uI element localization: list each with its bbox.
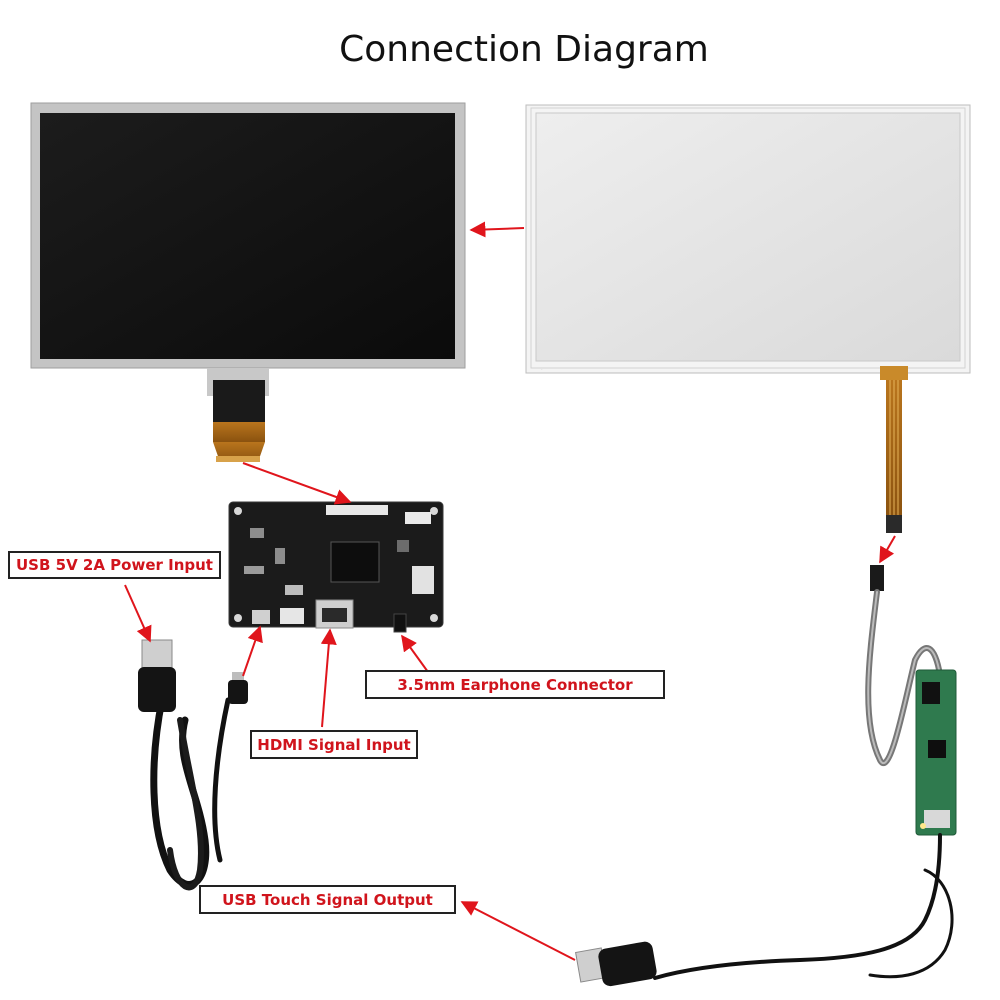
earphone-jack (393, 613, 407, 633)
usb-touch-label-arrow (460, 901, 576, 961)
hdmi-label-arrow (320, 628, 337, 728)
button-connector (405, 512, 431, 524)
usb-power-cable (138, 639, 248, 891)
micro-usb-arrow (242, 625, 263, 677)
hdmi-driver-board (228, 501, 444, 633)
micro-usb-port (252, 610, 270, 624)
micro-usb-connector (232, 672, 244, 680)
touch-fpc-to-controller-arrow (879, 535, 896, 564)
touch-fpc-cable (880, 366, 908, 533)
label-usb-power-text: USB 5V 2A Power Input (16, 556, 213, 574)
micro-usb-plug-body (228, 680, 248, 704)
label-usb-touch-text: USB Touch Signal Output (222, 891, 433, 909)
lcd-connector (326, 505, 388, 515)
usb-touch-controller (575, 565, 957, 987)
touch-usb-plug-body (598, 941, 657, 987)
earphone-label-arrow (401, 634, 429, 673)
main-chip (330, 541, 380, 583)
usb-a-plug-body (138, 667, 176, 712)
label-hdmi: HDMI Signal Input (250, 730, 418, 759)
label-earphone-text: 3.5mm Earphone Connector (397, 676, 633, 694)
power-label-arrow (124, 584, 152, 643)
touch-panel: . (525, 104, 971, 533)
touch-cable-connector (870, 565, 884, 591)
lcd-panel (30, 102, 466, 462)
lcd-to-board-arrow (242, 462, 352, 505)
lcd-screen (40, 113, 455, 359)
side-connector (412, 566, 434, 594)
label-earphone: 3.5mm Earphone Connector (365, 670, 665, 699)
lcd-fpc-cable (207, 368, 269, 462)
key-board-connector (280, 608, 304, 624)
touch-to-lcd-arrow (469, 221, 525, 238)
label-usb-touch: USB Touch Signal Output (199, 885, 456, 914)
page-title: Connection Diagram (339, 29, 709, 70)
label-hdmi-text: HDMI Signal Input (257, 736, 410, 754)
svg-text:.: . (540, 365, 544, 372)
label-usb-power: USB 5V 2A Power Input (8, 551, 221, 579)
usb-a-connector (141, 639, 173, 669)
